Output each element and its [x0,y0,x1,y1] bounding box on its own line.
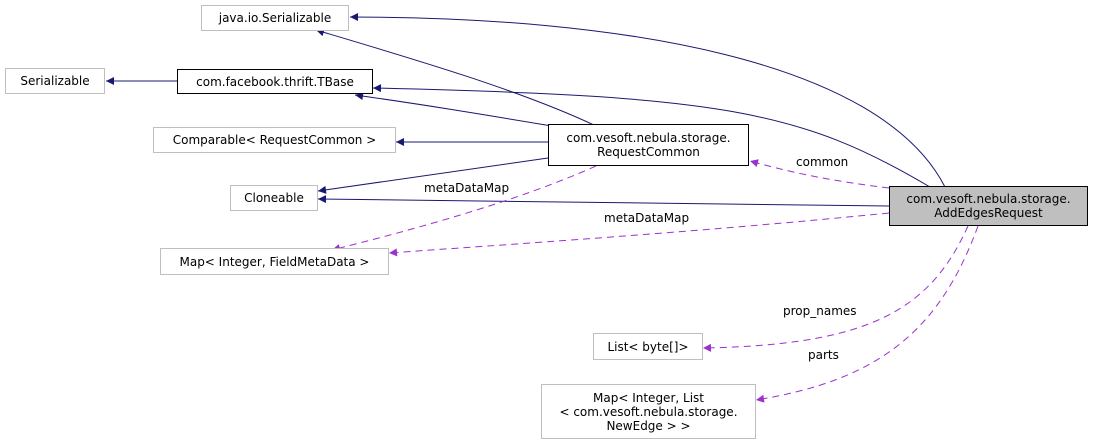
node-label: com.facebook.thrift.TBase [196,74,354,89]
edge-common [749,159,890,189]
edge-metadatamap-from-add-edges [388,212,890,257]
edge-tbase-from-request-common [354,92,553,127]
node-label-line1: Map< Integer, List [593,390,704,405]
node-request-common[interactable]: com.vesoft.nebula.storage. RequestCommon [548,124,749,166]
node-label-line1: com.vesoft.nebula.storage. [906,192,1071,206]
node-comparable[interactable]: Comparable< RequestCommon > [153,127,396,153]
node-label-line1: com.vesoft.nebula.storage. [566,131,731,145]
edge-prop-names [702,225,969,352]
edge-java-serializable-from-request-common [315,28,597,127]
node-label-line2: < com.vesoft.nebula.storage. [559,404,738,419]
edge-parts [755,225,979,403]
node-label-line3: NewEdge > > [606,418,691,433]
node-add-edges-request[interactable]: com.vesoft.nebula.storage. AddEdgesReque… [889,186,1088,226]
node-label: Comparable< RequestCommon > [172,133,377,147]
edge-java-serializable-from-add-edges [349,13,946,188]
edge-label-metadatamap-1: metaDataMap [424,181,510,195]
edge-label-parts: parts [808,348,839,362]
node-java-io-serializable[interactable]: java.io.Serializable [201,5,349,31]
node-label: Map< Integer, FieldMetaData > [179,254,370,269]
node-label: List< byte[]> [607,339,689,354]
edge-metadatamap-from-request-common [331,165,597,252]
edge-label-common: common [796,155,849,169]
edge-label-metadatamap-2: metaDataMap [604,211,690,225]
edge-cloneable-from-request-common [317,157,549,194]
node-tbase[interactable]: com.facebook.thrift.TBase [177,69,373,94]
node-map-parts[interactable]: Map< Integer, List < com.vesoft.nebula.s… [541,384,756,439]
node-label: Serializable [20,74,90,88]
node-cloneable[interactable]: Cloneable [230,185,318,211]
node-serializable[interactable]: Serializable [5,68,105,94]
node-label-line2: RequestCommon [597,145,700,159]
edge-tbase-from-add-edges [372,84,931,188]
node-list-bytes[interactable]: List< byte[]> [593,333,703,360]
node-label: Cloneable [244,191,304,205]
node-label: java.io.Serializable [218,11,332,25]
node-label-line2: AddEdgesRequest [934,206,1043,220]
node-map-field-meta-data[interactable]: Map< Integer, FieldMetaData > [160,248,389,275]
edge-label-prop-names: prop_names [783,304,857,318]
edge-cloneable-from-add-edges [317,195,890,207]
